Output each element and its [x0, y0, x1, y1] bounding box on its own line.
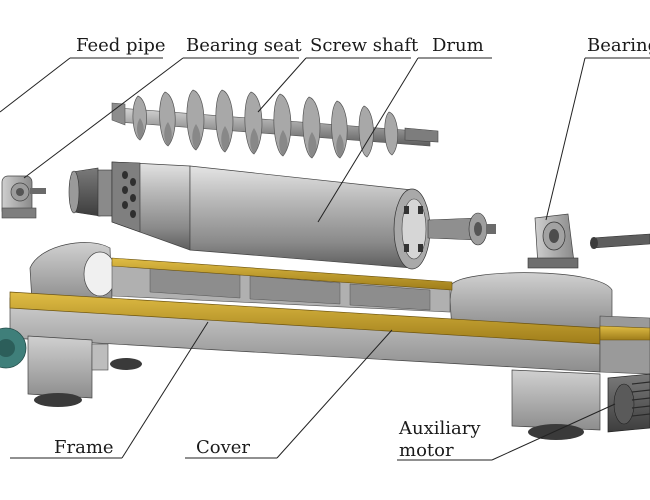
label-auxiliary-motor-line2: motor	[399, 440, 454, 461]
leader-lines	[0, 57, 650, 461]
label-auxiliary-motor: Auxiliary motor	[399, 418, 481, 462]
label-auxiliary-motor-line1: Auxiliary	[399, 418, 481, 439]
auxiliary-motor-part	[607, 373, 650, 433]
leader-drum	[317, 57, 419, 223]
label-cover: Cover	[196, 437, 251, 458]
leader-cover	[276, 329, 393, 459]
label-screw-shaft: Screw shaft	[310, 35, 419, 56]
leader-auxiliary-motor	[491, 403, 616, 461]
label-bearing: Bearing	[587, 35, 650, 56]
leader-bearing	[545, 57, 586, 221]
label-drum: Drum	[432, 35, 484, 56]
drum-part	[68, 161, 496, 270]
leader-screw-shaft	[257, 57, 307, 113]
label-bearing-seat: Bearing seat	[186, 35, 302, 56]
bearing-part	[527, 213, 650, 269]
frame-part	[0, 242, 650, 440]
leader-frame	[121, 321, 209, 459]
label-feed-pipe: Feed pipe	[76, 35, 166, 56]
screw-shaft-part	[111, 89, 439, 159]
label-frame: Frame	[54, 437, 114, 458]
leader-bearing-seat	[23, 57, 184, 179]
leader-feed-pipe	[0, 57, 71, 113]
bearing-seat-part	[1, 175, 46, 219]
